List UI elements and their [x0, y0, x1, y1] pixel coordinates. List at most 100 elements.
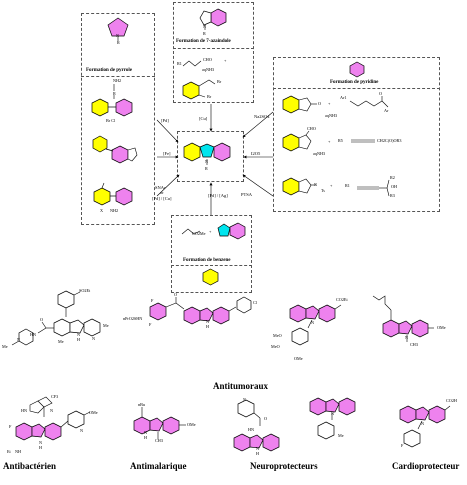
antibacterial-mol	[15, 396, 91, 441]
benzene-box	[171, 215, 252, 293]
cond-cu: [Cu]	[199, 116, 208, 121]
pyrrole-r-label: R	[117, 40, 120, 45]
pyrrole-box-title: Formation de pyrrole	[86, 68, 133, 73]
mol2-cl: Cl	[253, 300, 257, 305]
antibac-ome: OMe	[89, 410, 98, 415]
aldehyde-chain	[182, 60, 202, 67]
cond-pd-left: [Pd]	[161, 118, 169, 123]
azaindole-r1: R1	[177, 61, 182, 66]
mol2-h: H	[206, 324, 210, 329]
cond-snar-2: or	[160, 190, 164, 195]
alkyne-ester-label: CH2C(O)OR3	[377, 138, 402, 143]
aminobiaryl-pyridine	[115, 98, 133, 117]
benzene-box-separator	[171, 265, 252, 266]
pyrrole-box-separator	[81, 76, 155, 77]
antibac-n3: N	[39, 440, 43, 445]
label-antibacterien: Antibactérien	[3, 461, 56, 471]
antimal-n: N	[144, 430, 148, 435]
antibac-nh: NH	[15, 449, 22, 454]
alkyne-r5: R5	[338, 138, 343, 143]
cond-i2o5: I2O5	[251, 151, 261, 156]
mol1-me1: Me	[103, 323, 109, 328]
mol1-n2: N	[92, 336, 96, 341]
pyridine-aqnh3-1: aqNH3	[325, 113, 338, 118]
azaindole-pyrrole	[199, 10, 212, 26]
center-n: N	[205, 159, 209, 164]
pyridine-title-hexagon	[349, 61, 365, 78]
antimal-ome: OMe	[187, 422, 196, 427]
neuro1-n1: N	[243, 397, 247, 402]
cardio-f: F	[401, 443, 404, 448]
aminobiaryl	[91, 84, 133, 117]
halo-biaryl-amine	[93, 182, 133, 206]
antibac-et: Et	[7, 449, 11, 454]
enone-chain	[349, 96, 389, 108]
aminobiaryl-benzene	[91, 98, 109, 117]
propargyl-r1: R1	[345, 183, 350, 188]
cond-snar-3: [Pd] / [Cu]	[152, 196, 172, 201]
mol3-ome: OMe	[294, 356, 303, 361]
pyrrole-box	[81, 13, 155, 225]
label-neuroprotecteurs: Neuroprotecteurs	[250, 461, 318, 471]
triazolopyridine	[92, 135, 138, 164]
dibromo-br2: Br	[207, 94, 212, 99]
pyridine-box	[273, 57, 440, 212]
mol2-f1: F	[151, 298, 154, 303]
antitumor-mol-1	[11, 290, 101, 346]
azaindole-r: R	[203, 31, 206, 36]
sulfonyl-imine-n: N	[314, 182, 318, 187]
dibromo-styrene	[182, 79, 216, 100]
aminobiaryl-nh2: NH2	[113, 78, 122, 83]
neuro-mol-2	[309, 397, 356, 440]
mol4-n: N	[405, 335, 409, 340]
neuro1-hn: HN	[248, 427, 255, 432]
cardio-co2h: CO2H	[446, 398, 457, 403]
azaindole-cho: CHO	[203, 57, 212, 62]
mol3-meo1: MeO	[273, 333, 282, 338]
indole-aldehyde	[282, 130, 312, 152]
halo-biaryl-x: X	[100, 208, 104, 213]
mol1-o: O	[40, 317, 44, 322]
cardio-mol	[399, 405, 451, 448]
cond-ptsa: PTSA	[241, 192, 253, 197]
mol1-n1: N	[77, 332, 81, 337]
propargyl-oh: OH	[391, 184, 398, 189]
mol3-meo2: MeO	[271, 344, 280, 349]
center-r: R	[205, 166, 208, 171]
label-antimalarique: Antimalarique	[130, 461, 187, 471]
pyridine-plus-1: +	[328, 101, 331, 106]
indanone-1	[282, 95, 317, 114]
mol2-n: N	[206, 319, 210, 324]
propargyl-r3: R3	[390, 193, 395, 198]
arrow-pyridine-na2so4	[242, 111, 274, 138]
azaindole-plus: +	[224, 58, 227, 63]
mol3-n: N	[311, 320, 315, 325]
cond-pd-ag: [Pd] / [Ag]	[208, 193, 228, 198]
neuro2-n: N	[331, 411, 335, 416]
mol4-ch3: CH3	[410, 342, 418, 347]
neuro1-o: O	[264, 416, 268, 421]
azaindole-box-separator	[173, 48, 254, 49]
azaindole-box-title: Formation de 7-azaindole	[176, 39, 231, 44]
neuro1-n2: N	[256, 446, 260, 451]
mol1-n-pip: N	[17, 337, 21, 342]
antitumor-mol-3	[289, 304, 342, 346]
mol2-f2: F	[149, 322, 152, 327]
enone-o: O	[379, 91, 383, 96]
mol4-ome: OMe	[437, 325, 446, 330]
antitumor-mol-4	[372, 295, 434, 342]
acrylate	[181, 228, 201, 235]
neuro2-me: Me	[338, 433, 344, 438]
pyrrole-n-label: N	[116, 33, 120, 38]
pyridine-plus-3: +	[330, 183, 333, 188]
azaindole-n: N	[203, 24, 207, 29]
cond-snar-1: SNAr	[155, 185, 166, 190]
halo-biaryl-pyridine	[115, 187, 133, 206]
azaindole-molecule	[199, 8, 227, 30]
antibac-hn: HN	[21, 408, 28, 413]
benzene-title-hexagon	[202, 268, 219, 286]
indanone-1-o: O	[318, 101, 322, 106]
antimalarial-mol	[133, 407, 186, 439]
label-cardioprotecteur: Cardioprotecteur	[392, 461, 460, 471]
